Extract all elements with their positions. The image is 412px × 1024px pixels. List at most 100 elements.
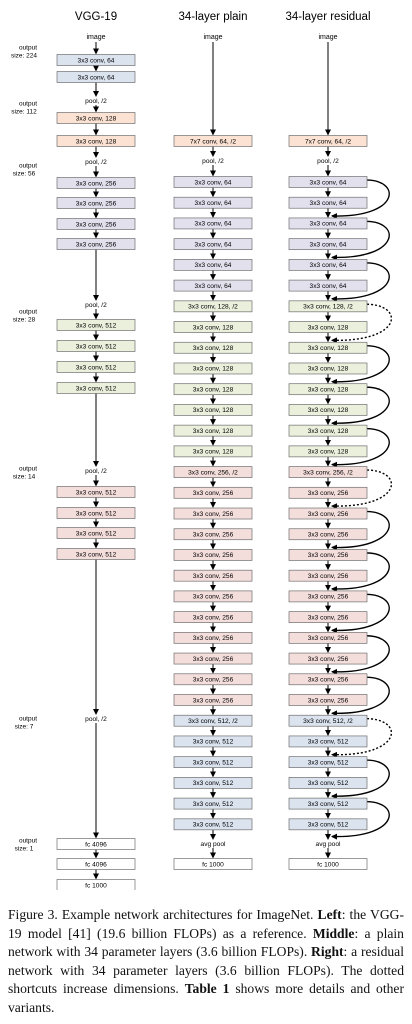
figure-caption: Figure 3. Example network architectures … (8, 906, 404, 1017)
pool-label: avg pool (316, 841, 341, 848)
layer-label: 3x3 conv, 512 (308, 739, 349, 746)
layer-box (173, 549, 253, 561)
layer-label: 3x3 conv, 256 (308, 573, 349, 580)
pool-label: pool, /2 (85, 716, 107, 723)
layer-box (288, 383, 368, 396)
layer-box (288, 321, 368, 333)
pool-label: pool, /2 (85, 159, 107, 166)
layer-label: 3x3 conv, 256 (308, 531, 349, 538)
layer-label: 3x3 conv, 256 (193, 656, 234, 663)
pool-label: pool, /2 (85, 302, 107, 309)
layer-box (173, 424, 253, 437)
layer-box (173, 176, 253, 188)
layer-label: 3x3 conv, 128 (308, 345, 349, 352)
shortcut-arrow (331, 800, 390, 840)
layer-label: 3x3 conv, 128 (308, 449, 349, 456)
layer-box (173, 652, 253, 665)
layer-label: 3x3 conv, 256 (76, 221, 117, 228)
layer-label: 3x3 conv, 256, /2 (188, 469, 238, 476)
input-label-vgg: image (86, 34, 105, 41)
layer-box (288, 259, 368, 271)
layer-label: fc 4096 (85, 861, 107, 868)
layer-box (173, 362, 253, 375)
shortcut-arrow (331, 220, 390, 261)
layer-label: 3x3 conv, 256 (193, 490, 234, 497)
input-label-plain: image (203, 34, 222, 41)
caption-table-label: Table 1 (184, 981, 230, 996)
caption-right-text: : a residual network with 34 parameter l… (8, 944, 404, 996)
layer-box (173, 714, 253, 727)
shortcut-arrow (331, 345, 390, 385)
dotted-shortcut-arrow (331, 469, 392, 510)
layer-label: 7x7 conv, 64, /2 (305, 138, 351, 145)
layer-box (288, 362, 368, 375)
layer-box (173, 300, 253, 313)
layer-label: 3x3 conv, 512 (193, 780, 234, 787)
layer-box (288, 797, 368, 810)
shortcut-arrow (331, 262, 390, 302)
dotted-shortcut-arrow (331, 718, 392, 758)
layer-label: 3x3 conv, 64 (310, 283, 347, 290)
layer-label: 3x3 conv, 256 (193, 635, 234, 642)
layer-box (173, 259, 253, 271)
layer-label: 3x3 conv, 512 (76, 530, 117, 537)
layer-label: fc 1000 (85, 882, 107, 889)
layer-label: 3x3 conv, 256 (76, 241, 117, 248)
layer-label: 3x3 conv, 256 (308, 511, 349, 518)
layer-label: 3x3 conv, 512 (76, 322, 117, 329)
layer-box (56, 879, 136, 890)
caption-right-label: Right (311, 944, 344, 959)
layer-label: 3x3 conv, 512 (193, 822, 234, 829)
pool-label: avg pool (201, 841, 226, 848)
layer-label: 3x3 conv, 128 (308, 386, 349, 393)
layer-box (173, 135, 253, 147)
layer-box (288, 631, 368, 644)
layer-box (173, 466, 253, 478)
layer-box (288, 858, 368, 870)
layer-box (56, 507, 136, 519)
layer-label: 3x3 conv, 256 (193, 677, 234, 684)
layer-label: 3x3 conv, 128 (76, 138, 117, 145)
layer-label: 3x3 conv, 512 (76, 364, 117, 371)
output-size-value: size: 56 (13, 171, 36, 178)
layer-label: 3x3 conv, 512 (76, 385, 117, 392)
layer-label: 3x3 conv, 128, /2 (188, 304, 238, 311)
layer-box (288, 176, 368, 188)
layer-box (288, 217, 368, 230)
layer-box (56, 838, 136, 850)
layer-box (173, 735, 253, 748)
layer-label: 3x3 conv, 256 (193, 573, 234, 580)
layer-box (173, 797, 253, 810)
output-size-value: size: 28 (13, 317, 36, 324)
layer-box (288, 196, 368, 209)
layer-label: 3x3 conv, 512 (193, 759, 234, 766)
layer-box (288, 507, 368, 520)
column-title-plain: 34-layer plain (178, 11, 247, 23)
layer-box (173, 756, 253, 769)
layer-label: 3x3 conv, 512, /2 (303, 718, 353, 725)
caption-table-text: shows more details and other variants. (8, 981, 404, 1015)
layer-label: 3x3 conv, 256 (76, 200, 117, 207)
layer-label: 3x3 conv, 128 (193, 407, 234, 414)
pool-label: pool, /2 (85, 468, 107, 475)
layer-label: 3x3 conv, 128, /2 (303, 304, 353, 311)
column-title-residual: 34-layer residual (285, 11, 370, 23)
layer-label: 7x7 conv, 64, /2 (190, 138, 236, 145)
layer-label: fc 1000 (317, 861, 339, 868)
layer-box (173, 611, 253, 623)
layer-label: 3x3 conv, 256 (308, 614, 349, 621)
layer-label: 3x3 conv, 64 (195, 283, 232, 290)
layer-box (56, 238, 136, 250)
layer-label: 3x3 conv, 512 (308, 801, 349, 808)
layer-label: 3x3 conv, 256 (308, 656, 349, 663)
layer-box (288, 694, 368, 706)
layer-box (173, 569, 253, 582)
layer-box (173, 528, 253, 541)
shortcut-arrow (331, 427, 390, 468)
layer-box (288, 777, 368, 789)
shortcut-arrow (331, 635, 390, 675)
layer-box (173, 631, 253, 644)
output-size-label: output (19, 45, 37, 52)
layer-box (288, 238, 368, 251)
output-size-value: size: 1 (15, 846, 34, 853)
